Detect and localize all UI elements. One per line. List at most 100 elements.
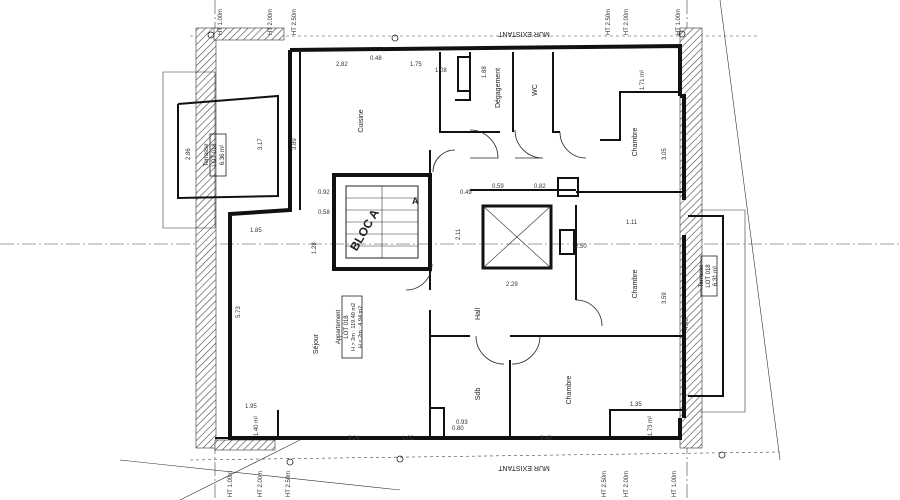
site-line-bottom-left [119,459,401,491]
survey-marker-4 [286,458,294,466]
survey-marker-6 [718,451,726,459]
dim-top-a: 2.82 [336,62,348,68]
height-bottom-0: HT 1.00m [228,471,234,497]
dim-right-terrace-h: 4.98 [684,318,690,330]
wc-wall [552,52,560,133]
height-bottom-3: HT 2.50m [602,471,608,497]
room-hall: Hall [475,308,482,321]
area-bottom-right: 1.73 m² [648,416,654,436]
dim-bottom-d: 3.48 [540,436,552,442]
chambre-top-west-wall [600,91,678,141]
storage-box [457,56,471,92]
dim-terrace-h1: 2.86 [186,148,192,160]
height-markers-top: HT 1.00m HT 2.00m HT 2.50m HT 2.50m HT 2… [218,9,682,35]
height-top-5: HT 1.00m [676,9,682,35]
dim-sejour-h: 5.73 [236,306,242,318]
site-line-right [719,0,781,461]
apartment-line1: Appartement [336,309,342,344]
elevator [429,56,579,439]
top-wall-label: MUR EXISTANT [497,30,549,37]
room-chambre-top: Chambre [632,128,639,157]
bloc-mark: A [412,196,419,206]
duct-side [559,229,575,255]
door-cuisine [469,129,499,159]
area-top-right: 1.71 m² [640,70,646,90]
height-top-4: HT 2.00m [624,9,630,35]
door-degagement [514,129,544,159]
door-hall [432,149,456,173]
dimension-labels: 1.75 3.89 2.82 0.48 1.08 1.88 3.05 2.86 … [186,56,690,442]
terrace-right-line3: 6.31 m² [713,266,719,286]
dim-mid-f: 2.11 [456,228,462,240]
height-top-3: HT 2.50m [606,9,612,35]
door-chambre-mid [575,299,603,327]
left-existing-wall [195,27,217,449]
elevator-cross-2 [482,205,552,269]
outer-walls [228,43,686,440]
dim-bottom-a: 1.95 [245,404,257,410]
survey-marker-1 [207,31,215,39]
dim-mid-a: 0.92 [318,190,330,196]
survey-markers [207,30,726,466]
dim-chambre-mid-h: 3.59 [662,292,668,304]
dim-cuisine-h: 3.89 [292,138,298,150]
terrace-left-label-box [209,133,227,177]
stair-block: BLOC A A [332,173,432,271]
dim-bottom-f: 0.80 [452,426,464,432]
terrace-left-line1: Terrasse [204,143,210,167]
terrace-left: Terrasse LOT 018 6.36 m² [162,71,279,229]
room-sdb: Sdb [475,388,482,401]
door-sejour [405,263,433,291]
terrace-right: Terrasse LOT 018 6.31 m² [688,209,746,413]
height-markers-bottom: HT 1.00m HT 2.00m HT 2.50m HT 2.50m HT 2… [228,471,678,497]
terrace-right-walls [688,215,724,397]
dim-mid-c: 1.28 [312,242,318,254]
terrace-left-line3: 6.36 m² [220,145,226,165]
terrace-right-label-box [700,255,718,297]
room-labels: Cuisine Dégagement WC Chambre Chambre Ch… [313,68,639,404]
left-bottom-outer-wall [228,50,682,440]
duct-bottom [429,407,445,439]
dim-mid-d: 0.59 [492,184,504,190]
dim-bottom-c: 1.02 [402,436,414,442]
dim-deg: 1.88 [482,66,488,78]
terrace-right-outline [700,209,746,413]
dim-top-b: 0.48 [370,56,382,62]
room-sejour: Séjour [313,333,320,354]
bottom-wall-label: MUR EXISTANT [497,464,549,471]
dim-cuisine-w: 1.75 [410,62,422,68]
height-bottom-1: HT 2.00m [258,471,264,497]
apartment-line4: H < 2m : 4.94 m2 [358,306,364,348]
dim-hall-b: 2.50 [575,244,587,250]
top-outer-wall [289,43,682,96]
dim-chambre-top-h: 3.05 [662,148,668,160]
room-degagement: Dégagement [495,68,502,108]
elevator-shaft [481,204,553,270]
room-chambre-mid: Chambre [632,270,639,299]
dim-bottom-e: 1.35 [630,402,642,408]
stair-treads [346,197,418,247]
dim-terrace-h2: 3.17 [258,138,264,150]
dim-mid-e: 0.82 [534,184,546,190]
apartment-line2: LOT 018 [344,315,350,339]
area-bottom-left: 1.40 m² [254,416,260,436]
apartment-line3: H > 2m : 119.40 m2 [351,303,357,351]
room-cuisine: Cuisine [358,109,365,132]
height-top-1: HT 2.00m [268,9,274,35]
terrace-right-line2: LOT 018 [706,264,712,288]
survey-marker-3 [678,30,686,38]
stair-outer-wall [332,173,432,271]
dim-chambre-mid-w: 1.11 [626,220,638,226]
dim-hall-c: 0.93 [456,420,468,426]
height-bottom-4: HT 2.00m [624,471,630,497]
height-top-0: HT 1.00m [218,9,224,35]
room-wc: WC [532,84,539,96]
survey-marker-2 [391,34,399,42]
height-bottom-2: HT 2.50m [286,471,292,497]
terrace-left-line2: LOT 018 [212,143,218,167]
duct-top [557,177,579,197]
bottom-left-closet-wall [215,410,279,439]
height-bottom-5: HT 1.00m [672,471,678,497]
doors [405,129,603,365]
